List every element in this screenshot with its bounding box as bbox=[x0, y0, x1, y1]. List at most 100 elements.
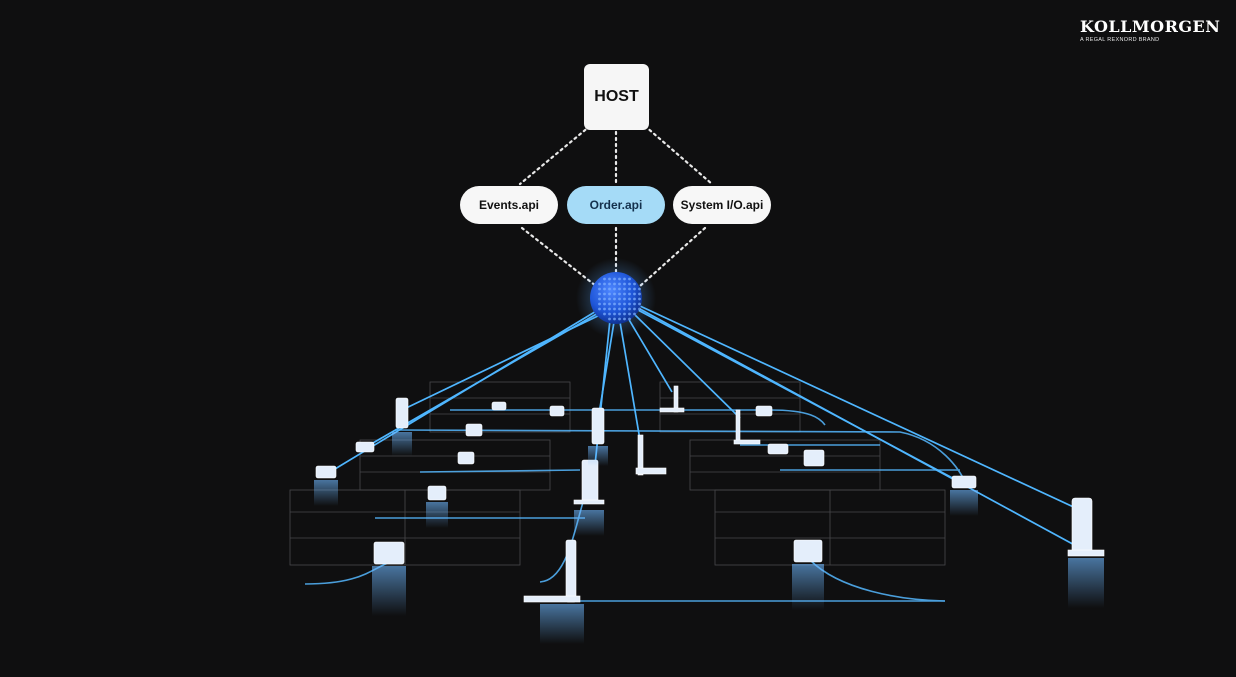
globe-dot bbox=[603, 307, 606, 311]
system-io-api-label: System I/O.api bbox=[680, 198, 764, 212]
globe-dot bbox=[623, 282, 626, 286]
globe-dot bbox=[608, 307, 611, 311]
globe-dot bbox=[608, 277, 611, 281]
path-6 bbox=[809, 559, 946, 602]
globe-dot bbox=[628, 287, 631, 291]
globe-dot bbox=[628, 307, 631, 311]
globe-dot bbox=[613, 287, 616, 291]
globe-dot bbox=[638, 292, 641, 296]
system-io-api-node: System I/O.api bbox=[673, 186, 771, 224]
globe-dot bbox=[633, 287, 636, 291]
globe-dot bbox=[633, 282, 636, 286]
globe-dot bbox=[638, 302, 641, 306]
rack-right-front bbox=[714, 489, 946, 566]
globe-dot bbox=[628, 292, 631, 296]
link-6 bbox=[619, 321, 641, 441]
globe-dot bbox=[628, 317, 631, 321]
globe-dot bbox=[603, 287, 606, 291]
globe-dot bbox=[608, 302, 611, 306]
rack-left-mid bbox=[359, 439, 551, 491]
brand-logo: KOLLMORGEN A REGAL REXNORD BRAND bbox=[1080, 17, 1221, 44]
link-5 bbox=[597, 321, 615, 421]
globe-dot bbox=[618, 282, 621, 286]
globe-dot bbox=[638, 297, 641, 301]
path-3 bbox=[419, 469, 581, 473]
globe-dot bbox=[608, 317, 611, 321]
globe-dot bbox=[598, 287, 601, 291]
globe-dot bbox=[623, 312, 626, 316]
order-api-label: Order.api bbox=[589, 198, 643, 212]
warehouse-racks bbox=[289, 381, 946, 566]
globe-dot bbox=[613, 282, 616, 286]
globe-dot bbox=[618, 277, 621, 281]
globe-dot bbox=[618, 297, 621, 301]
globe-dot bbox=[613, 277, 616, 281]
globe-dot bbox=[633, 297, 636, 301]
globe-dot bbox=[628, 297, 631, 301]
agv-forklift-right bbox=[1067, 497, 1105, 608]
globe-dot bbox=[603, 297, 606, 301]
globe-dot bbox=[598, 282, 601, 286]
agv-mast-left bbox=[392, 397, 412, 456]
globe-dot bbox=[618, 302, 621, 306]
globe-dot bbox=[618, 307, 621, 311]
globe-dot bbox=[618, 287, 621, 291]
globe-dot bbox=[623, 277, 626, 281]
globe-dot bbox=[623, 287, 626, 291]
globe-dot bbox=[603, 302, 606, 306]
globe-dot bbox=[603, 312, 606, 316]
globe-dot bbox=[608, 312, 611, 316]
globe-dot bbox=[628, 277, 631, 281]
globe-dot bbox=[613, 297, 616, 301]
globe-dot bbox=[603, 277, 606, 281]
path-1 bbox=[304, 561, 391, 585]
globe-dot bbox=[608, 287, 611, 291]
globe-dot bbox=[618, 312, 621, 316]
host-label: HOST bbox=[594, 88, 639, 105]
link-8 bbox=[633, 313, 741, 419]
events-api-label: Events.api bbox=[478, 198, 540, 212]
globe-dot bbox=[633, 292, 636, 296]
link-3 bbox=[401, 313, 603, 411]
agv-stacker-right bbox=[733, 409, 761, 445]
globe-dot bbox=[613, 312, 616, 316]
globe-dot bbox=[603, 292, 606, 296]
agv-stacker-back bbox=[659, 385, 685, 413]
agv-mast-center bbox=[588, 407, 608, 466]
agv-forklift-front bbox=[523, 539, 584, 644]
globe-dot bbox=[623, 302, 626, 306]
brand-name: KOLLMORGEN bbox=[1080, 17, 1221, 36]
agv-stacker-mid bbox=[635, 434, 667, 476]
globe-dot bbox=[633, 307, 636, 311]
connector-host-events bbox=[518, 124, 592, 186]
globe-dot bbox=[638, 307, 641, 311]
globe-dot bbox=[608, 297, 611, 301]
globe-dot bbox=[603, 282, 606, 286]
globe-dot bbox=[613, 292, 616, 296]
globe-dot bbox=[618, 317, 621, 321]
vehicle-reflections bbox=[314, 480, 978, 616]
globe-dot bbox=[623, 292, 626, 296]
connector-host-system bbox=[643, 124, 714, 186]
globe-dot bbox=[638, 287, 641, 291]
globe-dot bbox=[613, 307, 616, 311]
events-api-node: Events.api bbox=[460, 186, 558, 224]
globe-dot bbox=[623, 297, 626, 301]
globe-dot bbox=[613, 302, 616, 306]
globe-dot bbox=[598, 297, 601, 301]
globe-dot bbox=[628, 312, 631, 316]
rack-left-front bbox=[289, 489, 521, 566]
globe-dot bbox=[623, 317, 626, 321]
hub-globe-dots bbox=[598, 277, 641, 321]
agv-forklift-tall bbox=[573, 459, 605, 536]
fleet-controller-hub bbox=[576, 258, 656, 338]
globe-dot bbox=[598, 302, 601, 306]
globe-dot bbox=[623, 307, 626, 311]
globe-dot bbox=[618, 292, 621, 296]
brand-tagline: A REGAL REXNORD BRAND bbox=[1080, 37, 1160, 43]
globe-dot bbox=[613, 317, 616, 321]
globe-dot bbox=[633, 312, 636, 316]
globe-dot bbox=[608, 282, 611, 286]
